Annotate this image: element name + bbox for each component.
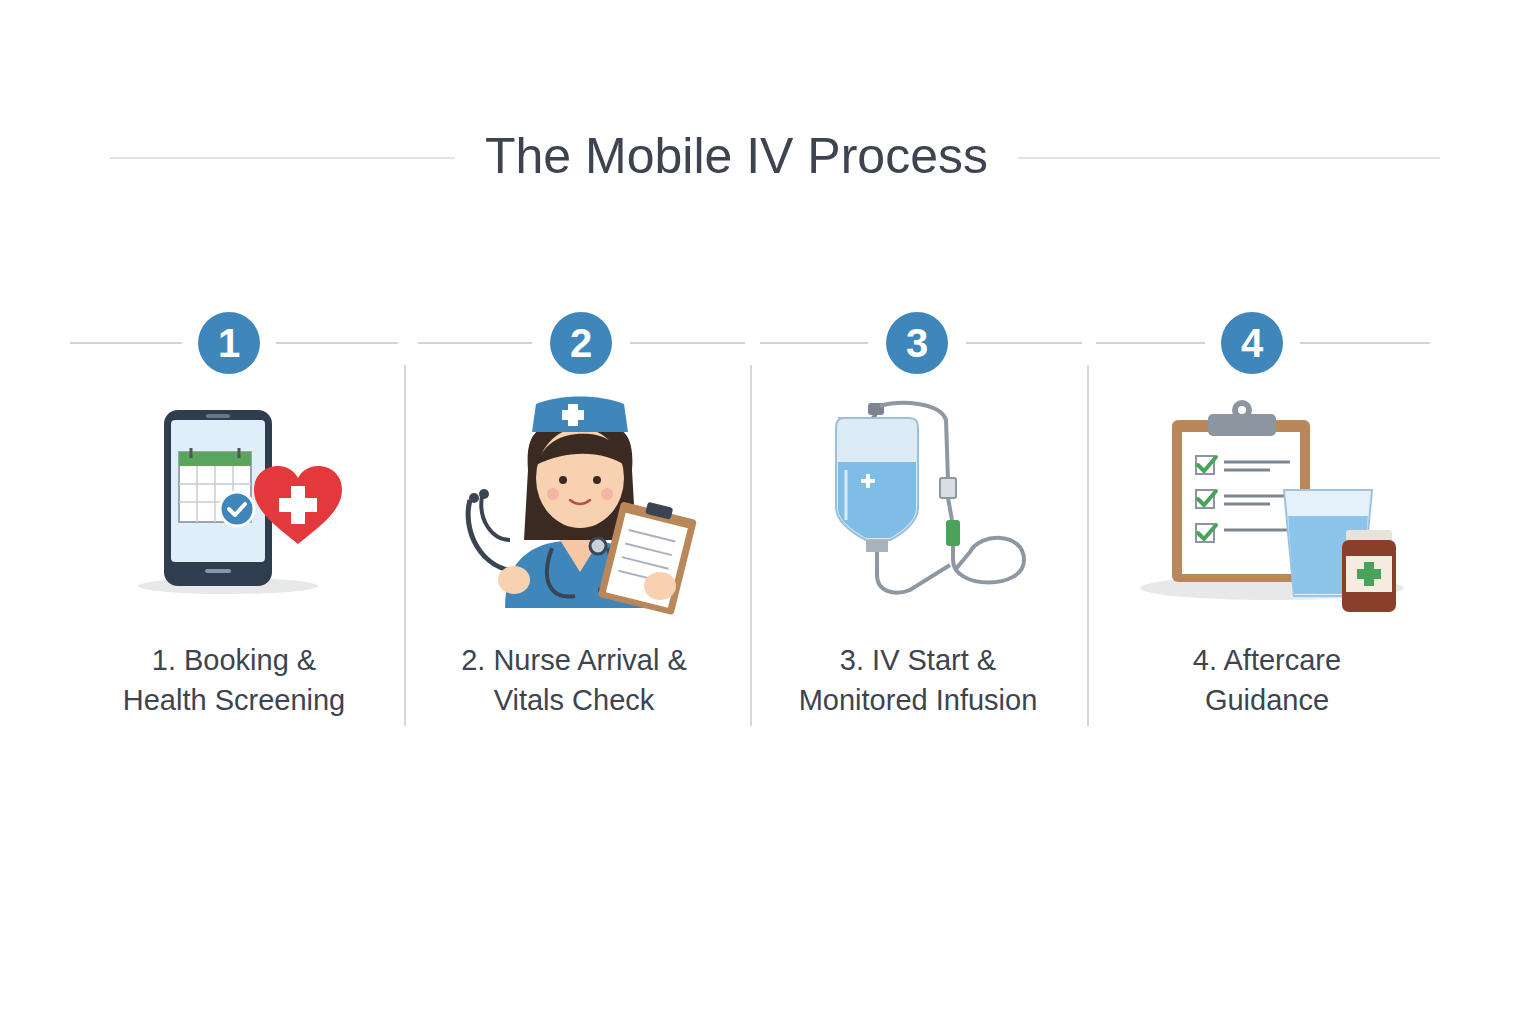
step-caption: 1. Booking & Health Screening (109, 640, 359, 720)
aftercare-icon (1140, 400, 1404, 612)
iv-bag (836, 403, 1024, 593)
diagram-title: The Mobile IV Process (467, 126, 1006, 186)
column-dividers (405, 365, 1088, 726)
callout-number: 3 (906, 323, 928, 363)
step-number-circle: 3 (886, 312, 948, 374)
phone-icon (138, 410, 342, 594)
callout-number: 1 (218, 323, 240, 363)
step-caption: 3. IV Start & Monitored Infusion (777, 640, 1059, 720)
title-rule (1018, 157, 1440, 159)
step-number-circle: 2 (550, 312, 612, 374)
step-number-circle: 4 (1221, 312, 1283, 374)
callout-number: 2 (570, 323, 592, 363)
nurse-figure (468, 397, 698, 616)
step-caption: 2. Nurse Arrival & Vitals Check (454, 640, 694, 720)
step-caption: 4. Aftercare Guidance (1151, 640, 1383, 720)
step-number-circle: 1 (198, 312, 260, 374)
callout-number: 4 (1241, 323, 1263, 363)
title-rule (110, 157, 455, 159)
